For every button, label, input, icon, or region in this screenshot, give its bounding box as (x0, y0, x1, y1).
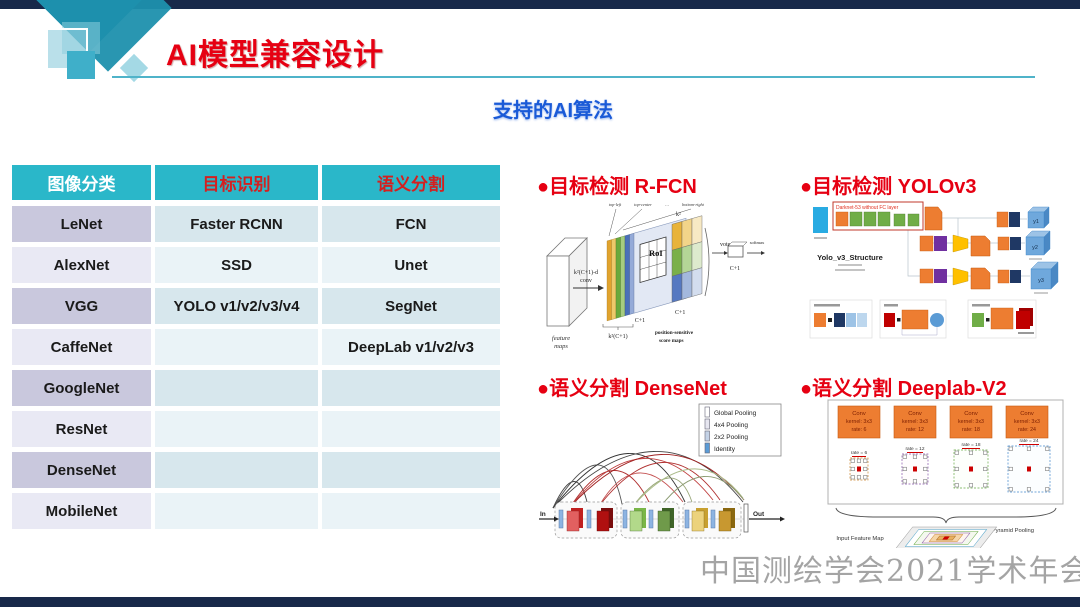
svg-text:rate = 12: rate = 12 (905, 446, 924, 452)
table-header-detection: 目标识别 (155, 165, 318, 200)
svg-text:softmax: softmax (750, 240, 765, 245)
heading-deeplab: ●语义分割 Deeplab-V2 (800, 378, 1007, 400)
svg-text:C+1: C+1 (635, 318, 645, 324)
svg-text:Input Feature Map: Input Feature Map (836, 536, 883, 542)
heading-yolov3: ●目标检测 YOLOv3 (800, 176, 977, 198)
svg-text:Global Pooling: Global Pooling (714, 410, 757, 417)
svg-text:rate = 24: rate = 24 (1019, 438, 1038, 444)
svg-text:C+1: C+1 (730, 266, 740, 272)
svg-text:rate: 6: rate: 6 (851, 427, 866, 433)
table-header-classification: 图像分类 (12, 165, 151, 200)
svg-text:kernel: 3x3: kernel: 3x3 (902, 419, 928, 425)
table-cell: SSD (155, 247, 318, 283)
svg-text:kernel: 3x3: kernel: 3x3 (846, 419, 872, 425)
svg-text:k²(C+1): k²(C+1) (608, 333, 627, 340)
yolov3-architecture-diagram: Darknet-53 without FC layer y1 y2 (809, 201, 1059, 339)
table-cell (155, 452, 318, 488)
table-cell (322, 493, 500, 529)
table-cell: DenseNet (12, 452, 151, 488)
svg-text:rate: 18: rate: 18 (962, 427, 980, 433)
heading-densenet: ●语义分割 DenseNet (537, 378, 727, 400)
top-bar (0, 0, 1080, 9)
table-cell: FCN (322, 206, 500, 242)
table-header-segmentation: 语义分割 (322, 165, 500, 200)
table-cell: CaffeNet (12, 329, 151, 365)
svg-text:rate: 12: rate: 12 (906, 427, 924, 433)
svg-text:Darknet-53 without FC layer: Darknet-53 without FC layer (836, 205, 899, 211)
svg-text:y3: y3 (1038, 278, 1044, 284)
table-cell (155, 493, 318, 529)
svg-text:vote: vote (720, 242, 731, 248)
svg-text:…: … (665, 202, 669, 207)
subtitle: 支持的AI算法 (493, 100, 613, 122)
svg-text:C+1: C+1 (675, 310, 685, 316)
svg-text:2x2 Pooling: 2x2 Pooling (714, 434, 748, 441)
deeplab-architecture-diagram: Conv kernel: 3x3 rate: 6 Conv kernel: 3x… (827, 399, 1064, 548)
svg-text:rate: 24: rate: 24 (1018, 427, 1036, 433)
svg-text:Conv: Conv (1020, 411, 1034, 417)
yolo-input-block (813, 207, 828, 233)
table-cell: Faster RCNN (155, 206, 318, 242)
table-cell: MobileNet (12, 493, 151, 529)
header-square-solid (67, 51, 95, 79)
table-cell: Unet (322, 247, 500, 283)
page-title: AI模型兼容设计 (166, 39, 384, 72)
rfcn-architecture-diagram: feature maps k²(C+1)-d conv (546, 202, 765, 350)
table-cell: ResNet (12, 411, 151, 447)
svg-text:Conv: Conv (964, 411, 978, 417)
table-cell: YOLO v1/v2/v3/v4 (155, 288, 318, 324)
svg-text:In: In (540, 511, 546, 518)
svg-text:RoI: RoI (649, 248, 663, 258)
table-cell (322, 411, 500, 447)
title-underline (112, 76, 1035, 78)
svg-text:Yolo_v3_Structure: Yolo_v3_Structure (817, 253, 883, 262)
svg-text:maps: maps (554, 343, 568, 350)
table-cell (322, 452, 500, 488)
table-cell: SegNet (322, 288, 500, 324)
svg-text:kernel: 3x3: kernel: 3x3 (1014, 419, 1040, 425)
svg-text:top-center: top-center (634, 202, 652, 207)
svg-text:Conv: Conv (908, 411, 922, 417)
svg-text:score maps: score maps (659, 338, 684, 344)
svg-text:rate = 18: rate = 18 (961, 442, 980, 448)
heading-rfcn: ●目标检测 R-FCN (537, 176, 697, 198)
table-cell (322, 370, 500, 406)
algorithm-table: 图像分类 目标识别 语义分割 LeNet Faster RCNN FCN Ale… (12, 165, 500, 529)
table-cell: LeNet (12, 206, 151, 242)
svg-text:Out: Out (753, 511, 765, 518)
conference-watermark: 中国测绘学会2021学术年会 (700, 554, 1080, 589)
svg-text:position-sensitive: position-sensitive (655, 330, 694, 336)
bottom-bar (0, 597, 1080, 607)
svg-text:conv: conv (580, 278, 592, 284)
table-cell (155, 370, 318, 406)
svg-text:rate = 6: rate = 6 (851, 450, 868, 456)
table-cell: GoogleNet (12, 370, 151, 406)
svg-text:kernel: 3x3: kernel: 3x3 (958, 419, 984, 425)
svg-text:y2: y2 (1032, 245, 1038, 251)
svg-text:Atrous Spatial Pyramid Pooling: Atrous Spatial Pyramid Pooling (954, 528, 1034, 534)
densenet-architecture-diagram: In Out Global Pooling 4x4 Pooling 2x2 Po… (539, 403, 785, 539)
svg-text:feature: feature (552, 335, 570, 342)
svg-text:4x4 Pooling: 4x4 Pooling (714, 422, 748, 429)
table-cell (155, 411, 318, 447)
table-cell: AlexNet (12, 247, 151, 283)
table-cell: DeepLab v1/v2/v3 (322, 329, 500, 365)
svg-text:k²(C+1)-d: k²(C+1)-d (574, 269, 598, 276)
svg-text:bottom-right: bottom-right (682, 202, 705, 207)
svg-text:top-left: top-left (609, 202, 622, 207)
svg-text:k²: k² (676, 212, 681, 218)
table-cell: VGG (12, 288, 151, 324)
svg-text:Identity: Identity (714, 446, 736, 453)
table-cell (155, 329, 318, 365)
svg-text:Conv: Conv (852, 411, 866, 417)
svg-text:y1: y1 (1033, 219, 1039, 225)
